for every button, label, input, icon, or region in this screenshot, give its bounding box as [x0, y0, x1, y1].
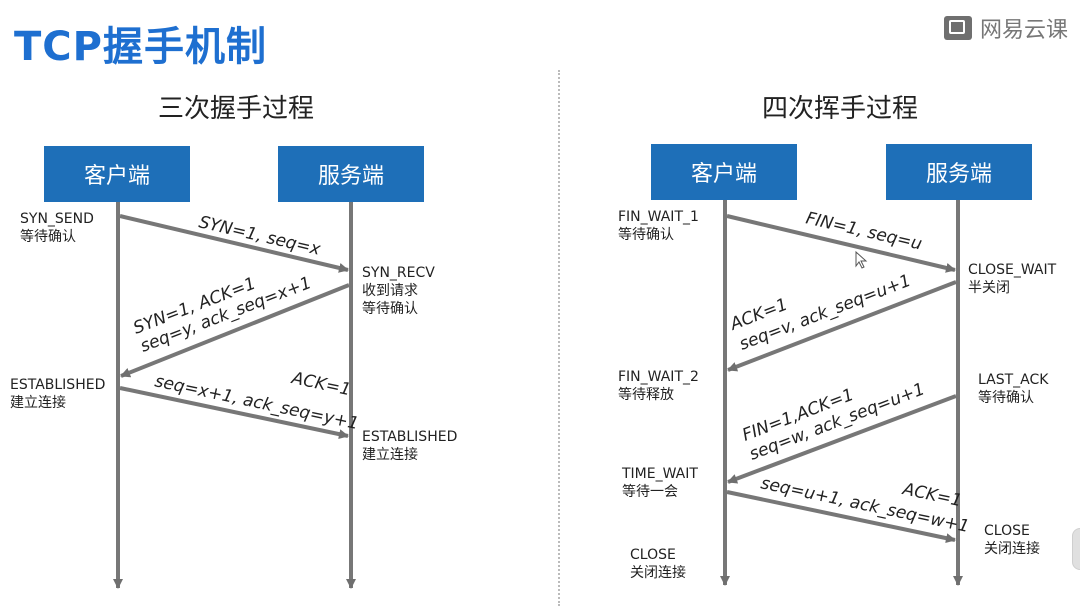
three-way-msg-3a: ACK=1	[289, 368, 353, 400]
three-way-arrow-1	[119, 214, 349, 273]
page-title: TCP握手机制	[14, 24, 267, 70]
mouse-cursor-icon	[855, 250, 868, 269]
four-way-title: 四次挥手过程	[762, 94, 919, 124]
three-way-server-box: 服务端	[278, 146, 424, 202]
four-way-arrow-4	[726, 490, 956, 544]
four-way-server-box: 服务端	[886, 144, 1032, 200]
three-way-client-box: 客户端	[44, 146, 190, 202]
brand-logo: 网易云课	[944, 12, 1068, 44]
section-divider	[558, 70, 560, 606]
brand-text: 网易云课	[980, 18, 1069, 43]
three-way-title: 三次握手过程	[158, 94, 315, 124]
four-way-arrow-2	[727, 280, 957, 372]
four-way-arrow-3	[727, 394, 957, 484]
side-panel-handle[interactable]	[1072, 528, 1080, 570]
three-way-arrow-3	[119, 386, 349, 440]
brand-icon	[944, 16, 972, 40]
three-way-msg-1: SYN=1, seq=x	[197, 212, 323, 260]
four-way-arrow-1	[726, 214, 956, 273]
three-way-arrow-2	[120, 283, 350, 378]
four-way-client-box: 客户端	[651, 144, 797, 200]
